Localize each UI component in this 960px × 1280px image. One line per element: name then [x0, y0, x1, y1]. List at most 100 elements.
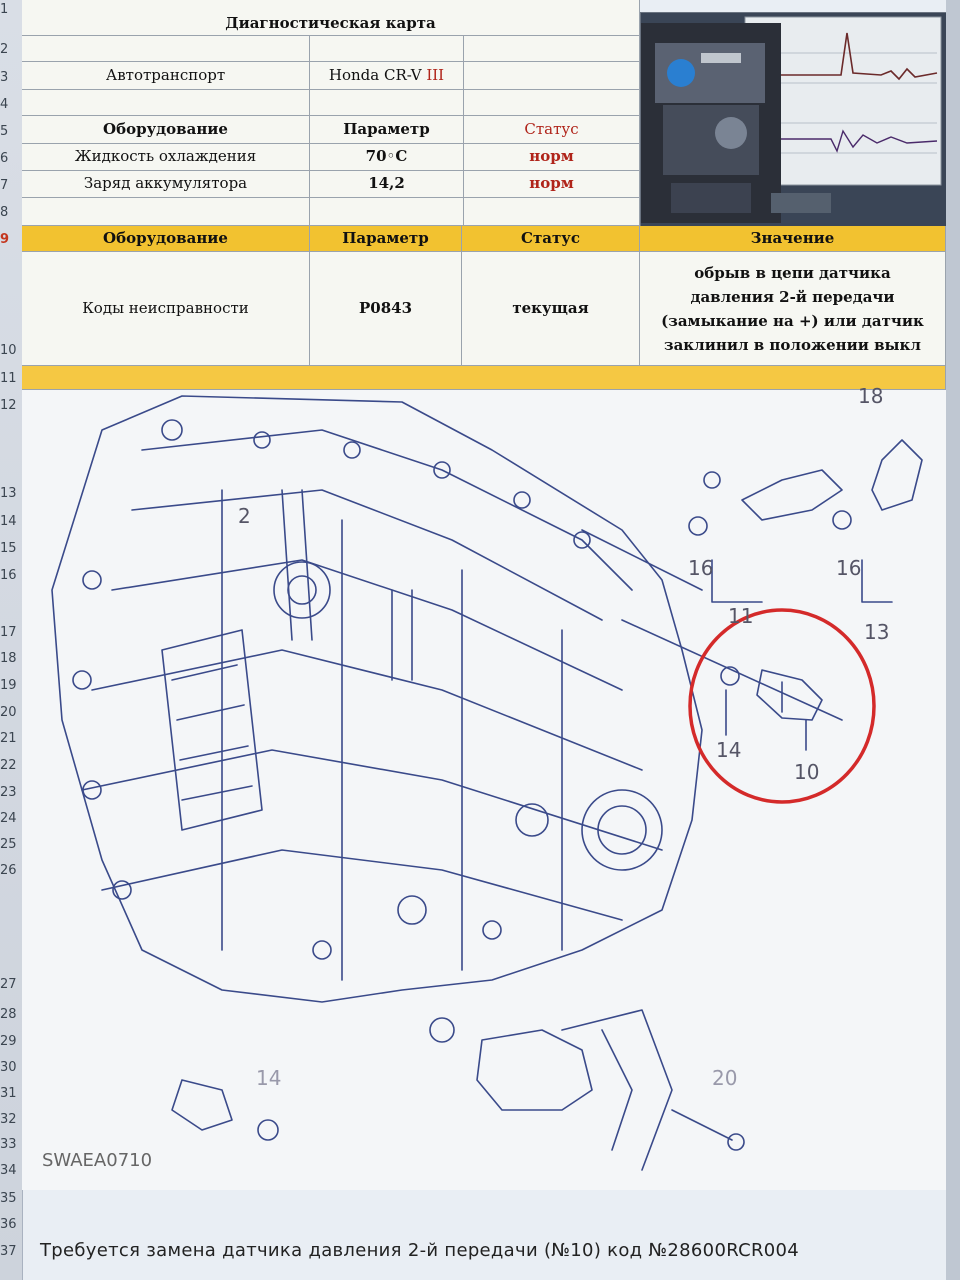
- col-header-status[interactable]: Статус: [464, 116, 640, 144]
- col-header-status[interactable]: Статус: [462, 226, 640, 252]
- blank-cell[interactable]: [464, 36, 640, 62]
- row-number[interactable]: 9: [0, 232, 10, 247]
- row-number[interactable]: 6: [0, 151, 9, 166]
- row-number[interactable]: 12: [0, 398, 17, 413]
- blank-cell[interactable]: [310, 90, 464, 116]
- blank-cell[interactable]: [22, 36, 310, 62]
- callout-number: 10: [794, 760, 820, 784]
- callout-number: 2: [238, 504, 251, 528]
- row-number[interactable]: 32: [0, 1112, 17, 1127]
- title-cell[interactable]: Диагностическая карта: [22, 0, 640, 36]
- diagram-code: SWAEA0710: [42, 1150, 153, 1171]
- row-number[interactable]: 22: [0, 758, 17, 773]
- row-number[interactable]: 1: [0, 2, 9, 17]
- fault-code: P0843: [358, 298, 413, 317]
- row-number[interactable]: 16: [0, 568, 17, 583]
- row-number[interactable]: 24: [0, 811, 17, 826]
- row-number[interactable]: 25: [0, 837, 17, 852]
- row-number[interactable]: 7: [0, 178, 9, 193]
- highlight-circle: [688, 608, 876, 804]
- blank-cell[interactable]: [310, 198, 464, 226]
- row-number[interactable]: 2: [0, 42, 9, 57]
- replacement-note[interactable]: Требуется замена датчика давления 2-й пе…: [40, 1240, 800, 1261]
- row-number[interactable]: 3: [0, 70, 9, 85]
- parameter-text: 70◦С: [365, 147, 408, 166]
- col-header-parameter[interactable]: Параметр: [310, 226, 462, 252]
- callout-number: 11: [728, 604, 754, 628]
- row-number[interactable]: 30: [0, 1060, 17, 1075]
- parameter-cell[interactable]: P0843: [310, 252, 462, 366]
- callout-number: 13: [864, 620, 890, 644]
- callout-number: 20: [712, 1066, 738, 1090]
- parameter-cell[interactable]: 14,2: [310, 171, 464, 198]
- equipment-cell[interactable]: Коды неисправности: [22, 252, 310, 366]
- row-number[interactable]: 4: [0, 97, 9, 112]
- row-number[interactable]: 20: [0, 705, 17, 720]
- parts-diagram: 16 11 16 13 14 10 2 18 20 14 SWAEA0710: [22, 384, 946, 1190]
- blank-cell[interactable]: [464, 198, 640, 226]
- callout-number: 16: [688, 556, 714, 580]
- row-number[interactable]: 31: [0, 1086, 17, 1101]
- parameter-cell[interactable]: 70◦С: [310, 144, 464, 171]
- transmission-diagram: [51, 395, 923, 1171]
- row-number[interactable]: 28: [0, 1007, 17, 1022]
- row-number[interactable]: 5: [0, 124, 9, 139]
- row-number[interactable]: 26: [0, 863, 17, 878]
- row-number[interactable]: 10: [0, 343, 17, 358]
- parameter-text: 14,2: [368, 174, 405, 193]
- callout-number: 18: [858, 384, 884, 408]
- blank-cell[interactable]: [464, 62, 640, 90]
- status-cell[interactable]: норм: [464, 144, 640, 171]
- row-number[interactable]: 11: [0, 371, 17, 386]
- blank-cell[interactable]: [464, 90, 640, 116]
- vehicle-value-cell[interactable]: Honda CR-V III: [310, 62, 464, 90]
- row-number[interactable]: 36: [0, 1217, 17, 1232]
- status-cell[interactable]: норм: [464, 171, 640, 198]
- blank-cell[interactable]: [310, 36, 464, 62]
- col-header-value[interactable]: Значение: [640, 226, 946, 252]
- row-number[interactable]: 21: [0, 731, 17, 746]
- row-number[interactable]: 33: [0, 1137, 17, 1152]
- vehicle-label-cell[interactable]: Автотранспорт: [22, 62, 310, 90]
- col-header-equipment[interactable]: Оборудование: [22, 226, 310, 252]
- row-number[interactable]: 14: [0, 514, 17, 529]
- separator-row[interactable]: [22, 366, 946, 390]
- blank-cell[interactable]: [22, 198, 310, 226]
- col-header-parameter[interactable]: Параметр: [310, 116, 464, 144]
- vehicle-label: Автотранспорт: [105, 65, 226, 84]
- row-number[interactable]: 17: [0, 625, 17, 640]
- row-number[interactable]: 8: [0, 205, 9, 220]
- blank-cell[interactable]: [22, 90, 310, 116]
- equipment-text: Коды неисправности: [82, 298, 249, 317]
- vehicle-model: Honda CR-V: [328, 65, 427, 84]
- col-header-equipment[interactable]: Оборудование: [22, 116, 310, 144]
- row-number[interactable]: 35: [0, 1191, 17, 1206]
- engine-photo: [640, 12, 948, 228]
- row-number[interactable]: 29: [0, 1034, 17, 1049]
- row-number[interactable]: 13: [0, 486, 17, 501]
- equipment-cell[interactable]: Жидкость охлаждения: [22, 144, 310, 171]
- equipment-text: Жидкость охлаждения: [74, 147, 257, 166]
- vehicle-value: Honda CR-V III: [329, 66, 444, 86]
- row-number-gutter: 1 2 3 4 5 6 7 8 9 10 11 12 13 14 15 16 1…: [0, 0, 23, 1280]
- row-number[interactable]: 15: [0, 541, 17, 556]
- row-number[interactable]: 34: [0, 1163, 17, 1178]
- header-text: Параметр: [342, 228, 429, 247]
- row-number[interactable]: 18: [0, 651, 17, 666]
- header-text: Оборудование: [103, 119, 228, 138]
- header-text: Оборудование: [103, 228, 228, 247]
- status-cell[interactable]: текущая: [462, 252, 640, 366]
- window-edge: [946, 0, 960, 1280]
- fault-description: обрыв в цепи датчика давления 2-й переда…: [661, 263, 924, 354]
- status-text: норм: [529, 147, 574, 166]
- vehicle-generation: III: [426, 65, 445, 84]
- row-number[interactable]: 23: [0, 785, 17, 800]
- value-cell[interactable]: обрыв в цепи датчика давления 2-й переда…: [640, 252, 946, 366]
- row-number[interactable]: 19: [0, 678, 17, 693]
- row-number[interactable]: 27: [0, 977, 17, 992]
- status-text: текущая: [512, 298, 589, 317]
- status-text: норм: [529, 174, 574, 193]
- equipment-cell[interactable]: Заряд аккумулятора: [22, 171, 310, 198]
- row-number[interactable]: 37: [0, 1244, 17, 1259]
